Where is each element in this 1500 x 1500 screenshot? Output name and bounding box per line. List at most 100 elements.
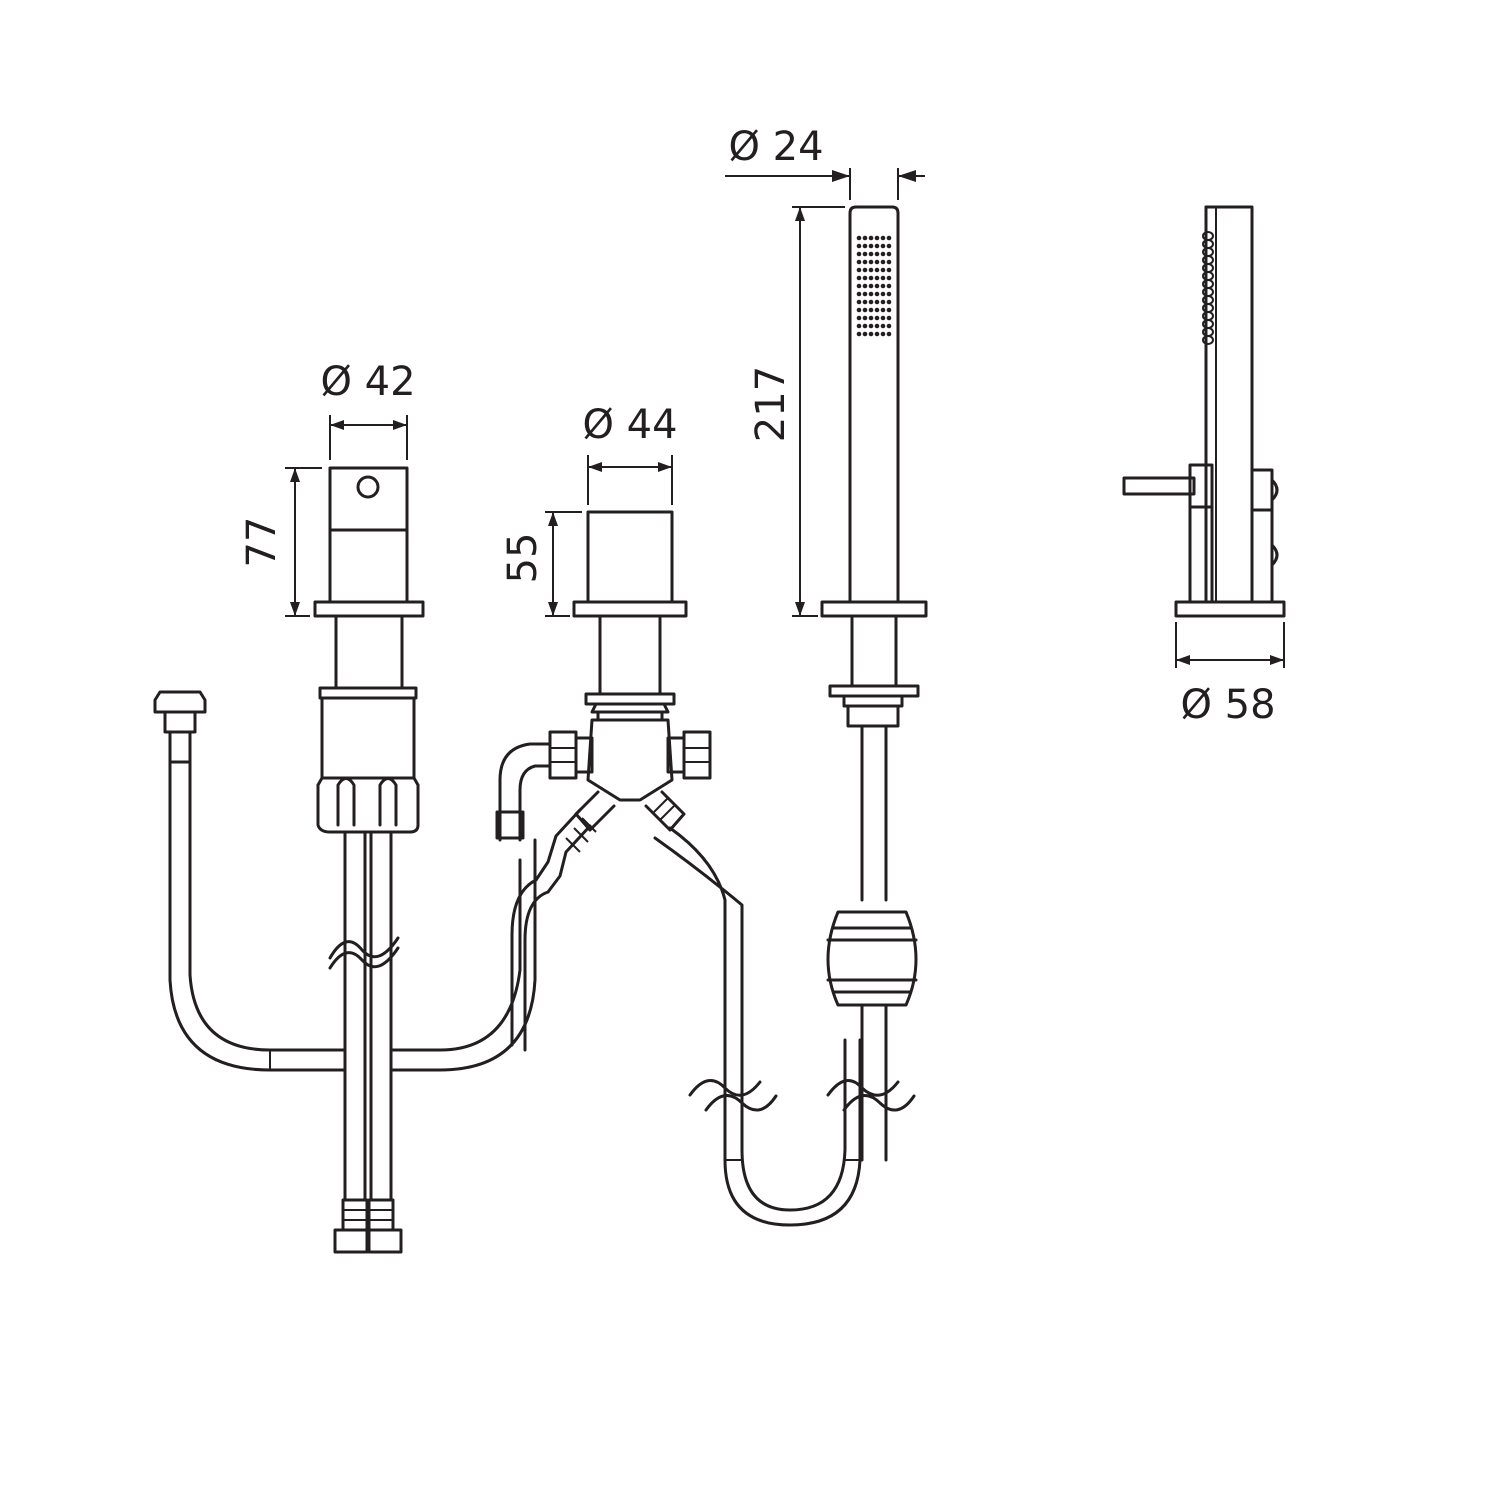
spray-nozzle <box>862 331 868 337</box>
spray-nozzle <box>868 235 874 241</box>
spray-nozzle <box>856 291 862 297</box>
dimension-label-mixer-diameter: Ø 42 <box>320 359 415 405</box>
spray-nozzle <box>856 331 862 337</box>
spray-nozzle <box>862 283 868 289</box>
spray-nozzle <box>868 331 874 337</box>
dimension-label-diverter-diameter: Ø 44 <box>582 402 677 448</box>
spray-nozzle <box>886 307 892 313</box>
spray-nozzle <box>868 307 874 313</box>
spray-nozzle <box>880 259 886 265</box>
spray-nozzle <box>856 243 862 249</box>
spray-nozzle <box>862 275 868 281</box>
spray-nozzle <box>886 251 892 257</box>
dimension-handshower-diameter: Ø 24 <box>725 124 925 200</box>
spray-nozzle <box>874 235 880 241</box>
spray-nozzle <box>874 259 880 265</box>
dimension-label-diverter-height: 55 <box>500 533 546 584</box>
spray-nozzle <box>862 259 868 265</box>
dimension-mixer-diameter: Ø 42 <box>320 359 416 460</box>
spray-nozzle <box>874 267 880 273</box>
spray-nozzle <box>862 315 868 321</box>
spray-nozzle <box>880 235 886 241</box>
spray-nozzle <box>886 267 892 273</box>
spray-nozzle <box>862 323 868 329</box>
spray-nozzle <box>874 243 880 249</box>
spray-nozzle <box>868 251 874 257</box>
spray-nozzle <box>856 307 862 313</box>
spray-nozzle <box>880 299 886 305</box>
spray-nozzle <box>880 251 886 257</box>
dimension-label-base-diameter: Ø 58 <box>1180 682 1275 728</box>
spray-nozzle <box>874 307 880 313</box>
spray-nozzle <box>880 291 886 297</box>
spray-nozzle <box>886 323 892 329</box>
spray-nozzle <box>862 291 868 297</box>
spray-nozzle <box>856 323 862 329</box>
dimension-diverter-diameter: Ø 44 <box>582 402 678 505</box>
spray-nozzle <box>862 243 868 249</box>
spray-nozzle <box>856 275 862 281</box>
spray-nozzle <box>856 299 862 305</box>
spray-nozzle <box>868 291 874 297</box>
spray-nozzle <box>874 251 880 257</box>
spray-nozzle <box>868 275 874 281</box>
shower-hose-loop <box>653 826 916 1227</box>
spray-nozzle-grid <box>856 235 892 337</box>
spray-nozzle <box>886 259 892 265</box>
dimension-base-diameter: Ø 58 <box>1175 622 1285 728</box>
spray-nozzle <box>874 315 880 321</box>
spray-nozzle <box>856 267 862 273</box>
spray-nozzle <box>880 315 886 321</box>
dimension-handshower-length: 217 <box>748 206 845 617</box>
spray-nozzle <box>868 259 874 265</box>
side-view <box>1122 205 1286 618</box>
spray-nozzle <box>874 291 880 297</box>
spray-nozzle <box>868 283 874 289</box>
spray-nozzle <box>868 323 874 329</box>
spray-nozzle <box>868 267 874 273</box>
spray-nozzle <box>880 307 886 313</box>
spray-nozzle <box>862 307 868 313</box>
dimension-label-mixer-height: 77 <box>239 517 285 568</box>
spray-nozzle <box>886 331 892 337</box>
spray-nozzle <box>880 283 886 289</box>
diverter-valve <box>495 510 712 1052</box>
dimension-label-handshower-length: 217 <box>748 366 794 442</box>
mixer-valve <box>313 466 425 1254</box>
spray-nozzle <box>856 315 862 321</box>
spray-nozzle <box>868 243 874 249</box>
dimension-mixer-height: 77 <box>239 467 322 617</box>
spray-nozzle <box>886 299 892 305</box>
spray-nozzle <box>862 235 868 241</box>
spray-nozzle <box>886 235 892 241</box>
spray-nozzle <box>874 275 880 281</box>
spray-nozzle <box>886 315 892 321</box>
spray-nozzle <box>886 283 892 289</box>
spray-nozzle <box>886 275 892 281</box>
spray-nozzle <box>856 251 862 257</box>
spray-nozzle <box>886 243 892 249</box>
spray-nozzle <box>862 267 868 273</box>
dimension-diverter-height: 55 <box>500 511 582 617</box>
spray-nozzle <box>856 283 862 289</box>
spray-nozzle <box>874 283 880 289</box>
left-flex-hose <box>153 690 537 1072</box>
spray-nozzle <box>874 323 880 329</box>
spray-nozzle <box>862 251 868 257</box>
spray-nozzle <box>862 299 868 305</box>
spray-nozzle <box>874 299 880 305</box>
spray-nozzle <box>856 235 862 241</box>
hose-coil-ring <box>1202 335 1214 345</box>
spray-nozzle <box>856 259 862 265</box>
spray-nozzle <box>880 243 886 249</box>
spray-nozzle <box>880 275 886 281</box>
spray-nozzle <box>874 331 880 337</box>
handshower <box>820 205 928 1162</box>
spray-nozzle <box>886 291 892 297</box>
dimension-label-handshower-diameter: Ø 24 <box>728 124 823 170</box>
spray-nozzle <box>868 315 874 321</box>
spray-nozzle <box>880 331 886 337</box>
spray-nozzle <box>868 299 874 305</box>
spray-nozzle <box>880 323 886 329</box>
